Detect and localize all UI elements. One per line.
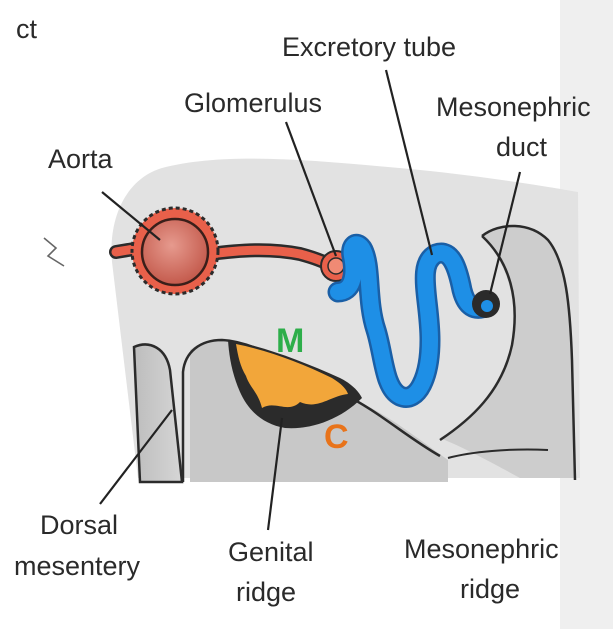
label-dorsal-mesentery-line2: mesentery	[14, 551, 141, 581]
label-mesonephric-duct-line2: duct	[496, 132, 548, 162]
aorta-lumen	[142, 219, 208, 285]
marker-m: M	[276, 322, 304, 360]
marker-c: C	[324, 418, 349, 456]
label-glomerulus: Glomerulus	[184, 88, 322, 118]
label-genital-ridge-line2: ridge	[236, 577, 296, 607]
label-aorta: Aorta	[48, 144, 114, 174]
corner-text: ct	[16, 14, 38, 44]
mesonephric-duct-shape	[472, 290, 500, 318]
label-genital-ridge-line1: Genital	[228, 537, 314, 567]
ink-mark	[44, 238, 64, 266]
label-mesonephric-ridge-line1: Mesonephric	[404, 534, 559, 564]
label-mesonephric-duct-line1: Mesonephric	[436, 92, 591, 122]
label-excretory-tube: Excretory tube	[282, 32, 456, 62]
label-mesonephric-ridge-line2: ridge	[460, 574, 520, 604]
label-dorsal-mesentery-line1: Dorsal	[40, 510, 118, 540]
